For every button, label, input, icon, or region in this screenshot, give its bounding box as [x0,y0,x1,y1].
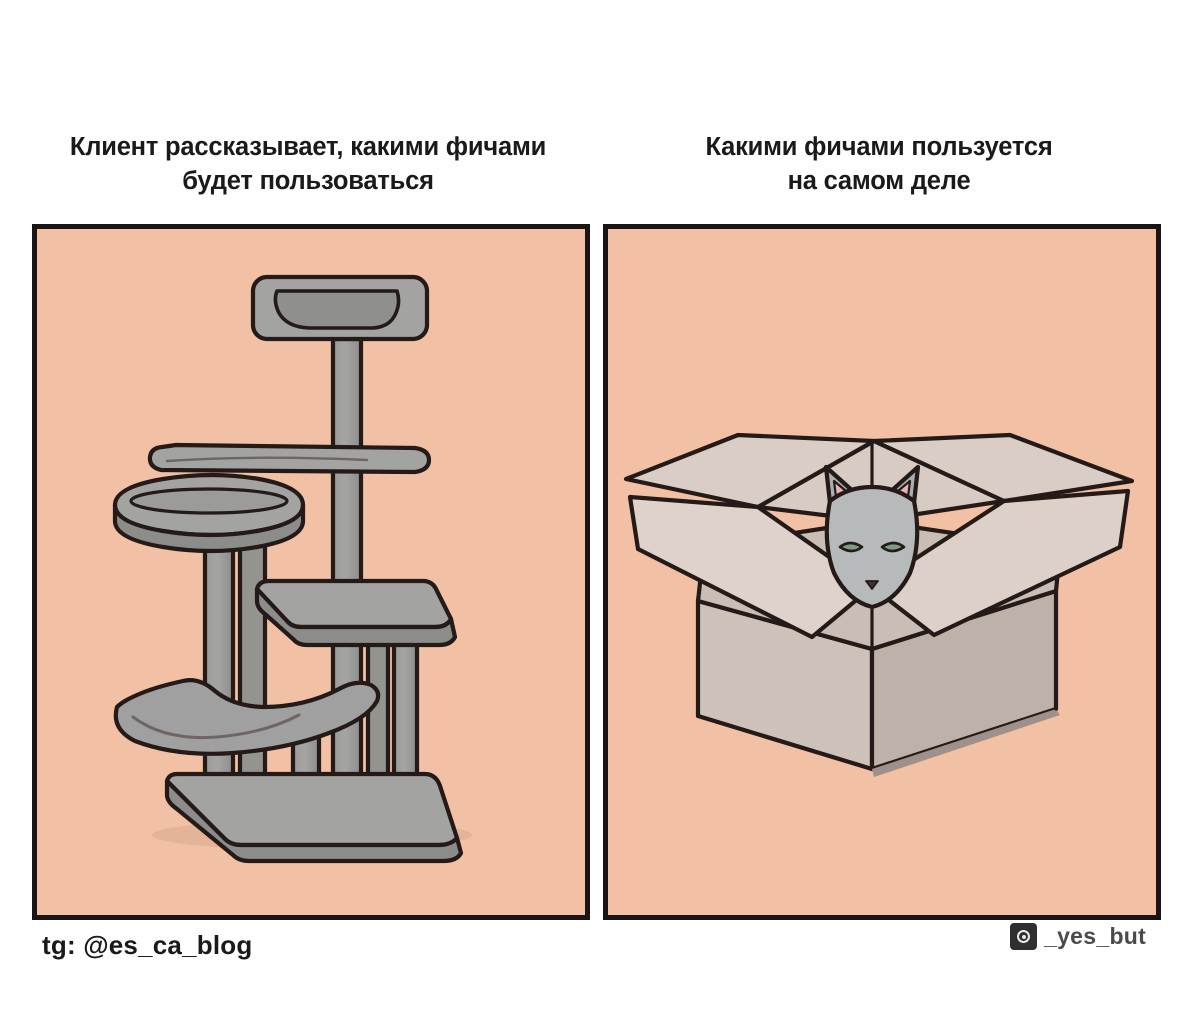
box-flap-front-right [869,488,1131,638]
watermark: _yes_but [1010,923,1146,950]
base-slab-edge [164,778,464,864]
top-bed-cradle [273,289,401,330]
cat-in-box-illustration [623,432,1135,777]
shelf-upper-crease [165,456,369,463]
cat-face [824,484,920,610]
post-left-back [237,526,268,798]
post-central [330,336,364,812]
disc-platform-rim [129,487,289,515]
box-flap-front-left [627,494,875,640]
box-flap-back-far-left [623,432,877,510]
disc-platform-edge [112,502,306,554]
watermark-label: _yes_but [1044,923,1147,949]
post-left-front [202,526,236,802]
box-bottom-shadow [872,709,1060,777]
cat-eye-left [838,541,864,553]
panel-expectation [32,224,590,920]
instagram-icon [1010,923,1037,950]
telegram-handle: tg: @es_ca_blog [42,930,253,960]
post-right [391,621,420,794]
shelf-mid-right-edge [254,586,458,648]
cat-tree-illustration [112,274,472,864]
cat-head [823,464,921,610]
cat-eye-right [880,541,906,553]
box-flap-back-right [871,432,1135,504]
panel-reality [603,224,1161,920]
hammock-crease [131,713,301,740]
cat-nose [865,580,879,590]
